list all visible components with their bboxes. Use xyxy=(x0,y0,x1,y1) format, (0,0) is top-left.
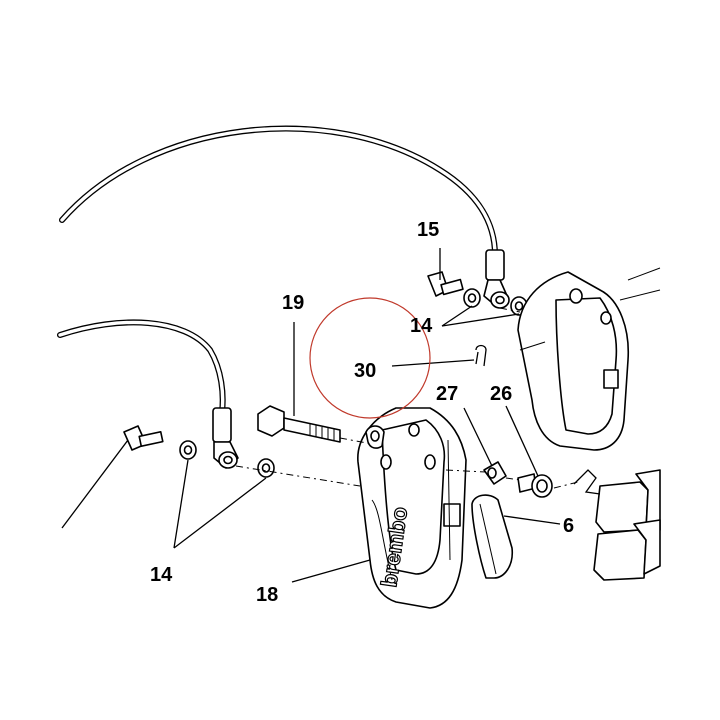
banjo-bolt-lower xyxy=(123,425,164,451)
retaining-clip xyxy=(475,344,487,367)
callout-18: 18 xyxy=(256,584,278,606)
callout-30: 30 xyxy=(354,360,376,382)
callout-14-top: 14 xyxy=(410,315,433,337)
callout-6: 6 xyxy=(563,515,574,537)
bleed-screw xyxy=(483,461,507,485)
callout-27: 27 xyxy=(436,383,458,405)
washer-lower-2 xyxy=(257,458,275,478)
leader-lines xyxy=(61,248,561,583)
assembly-lines xyxy=(235,307,579,489)
front-brake-caliper xyxy=(357,407,467,609)
banjo-bolt-upper xyxy=(427,271,464,297)
highlight-circle xyxy=(309,297,431,419)
brake-pad-lower xyxy=(593,519,661,581)
callout-26: 26 xyxy=(490,383,512,405)
washer-lower-1 xyxy=(179,440,197,460)
callout-14-bottom: 14 xyxy=(150,564,173,586)
upper-brake-hose xyxy=(59,125,510,309)
callout-15: 15 xyxy=(417,219,439,241)
pad-pin xyxy=(517,473,553,498)
lower-brake-hose xyxy=(57,319,239,469)
callout-19: 19 xyxy=(282,292,304,314)
pad-spring xyxy=(573,469,601,495)
washer-upper-1 xyxy=(463,288,481,308)
rear-brake-caliper xyxy=(517,267,661,451)
brake-pad-single xyxy=(471,494,514,579)
caliper-bolt xyxy=(257,405,341,443)
